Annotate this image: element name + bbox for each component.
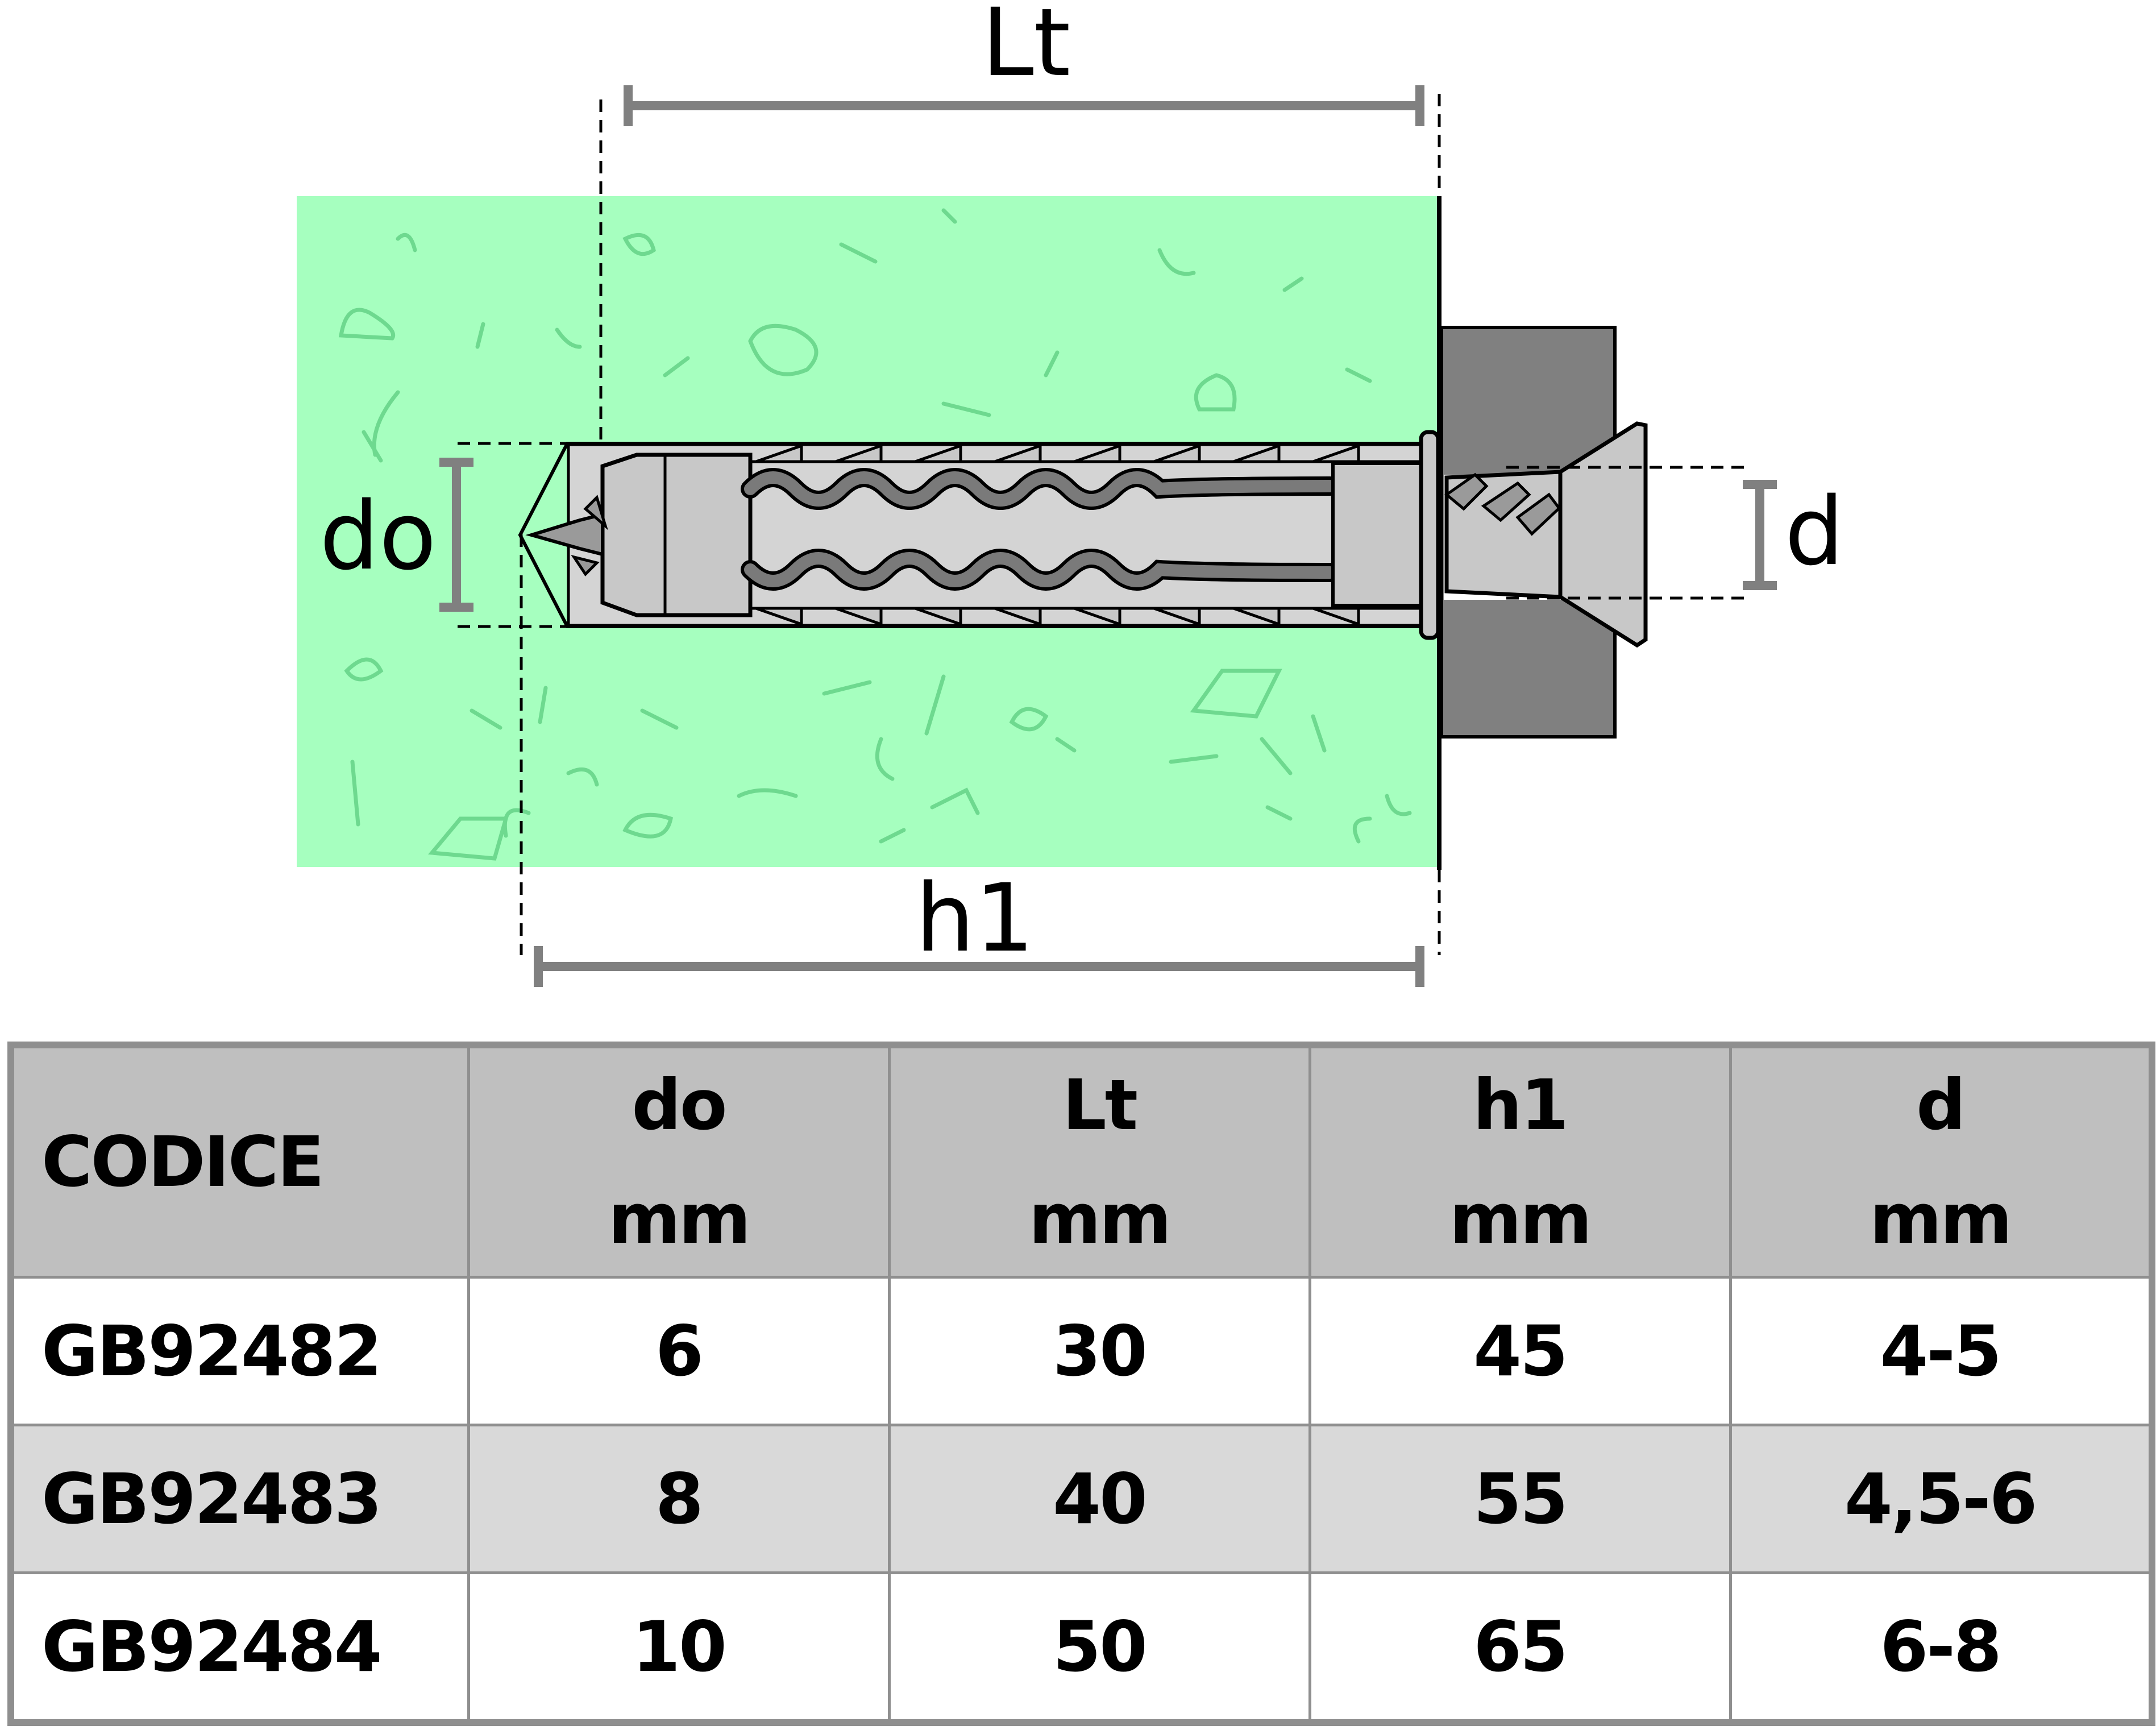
cell-lt: 30 [887,1276,1311,1426]
table-row: GB92483 8 40 55 4,5-6 [9,1424,2154,1574]
label-lt: Lt [982,0,1071,97]
table-row: GB92484 10 50 65 6-8 [9,1571,2154,1724]
label-d: d [1785,477,1845,586]
cell-h1: 65 [1308,1571,1732,1724]
cell-d: 4-5 [1729,1276,2154,1426]
header-do: do mm [467,1043,891,1279]
header-codice-label: CODICE [41,1122,325,1202]
label-h1: h1 [915,864,1035,973]
header-h1-unit: mm [1449,1179,1592,1259]
table-header-row: CODICE do mm Lt mm h1 mm d mm [9,1043,2154,1279]
cell-d: 4,5-6 [1729,1424,2154,1574]
header-codice: CODICE [9,1043,470,1279]
header-h1: h1 mm [1308,1043,1732,1279]
header-h1-label: h1 [1473,1065,1569,1146]
cell-codice: GB92484 [9,1571,470,1724]
header-lt-label: Lt [1062,1065,1138,1146]
wall-anchor [525,430,1440,640]
cell-codice: GB92482 [9,1276,470,1426]
header-d-label: d [1916,1065,1966,1146]
header-do-unit: mm [608,1179,751,1259]
header-d-unit: mm [1870,1179,2012,1259]
cell-codice: GB92483 [9,1424,470,1574]
cell-do: 6 [467,1276,891,1426]
screw [1444,421,1648,648]
cell-h1: 55 [1308,1424,1732,1574]
cell-do: 8 [467,1424,891,1574]
cell-do: 10 [467,1571,891,1724]
cell-lt: 40 [887,1424,1311,1574]
header-do-label: do [632,1065,727,1146]
table-row: GB92482 6 30 45 4-5 [9,1276,2154,1426]
anchor-installation-diagram: Lt h1 do d [297,0,1845,987]
material-texture [338,208,1412,861]
specification-table: CODICE do mm Lt mm h1 mm d mm GB92482 6 [7,1042,2155,1726]
header-lt: Lt mm [887,1043,1311,1279]
extension-lines [458,94,1745,955]
cell-lt: 50 [887,1571,1311,1724]
header-lt-unit: mm [1028,1179,1172,1259]
dimension-bars [439,85,1777,987]
label-do: do [319,482,437,591]
header-d: d mm [1729,1043,2154,1279]
cell-h1: 45 [1308,1276,1732,1426]
cell-d: 6-8 [1729,1571,2154,1724]
